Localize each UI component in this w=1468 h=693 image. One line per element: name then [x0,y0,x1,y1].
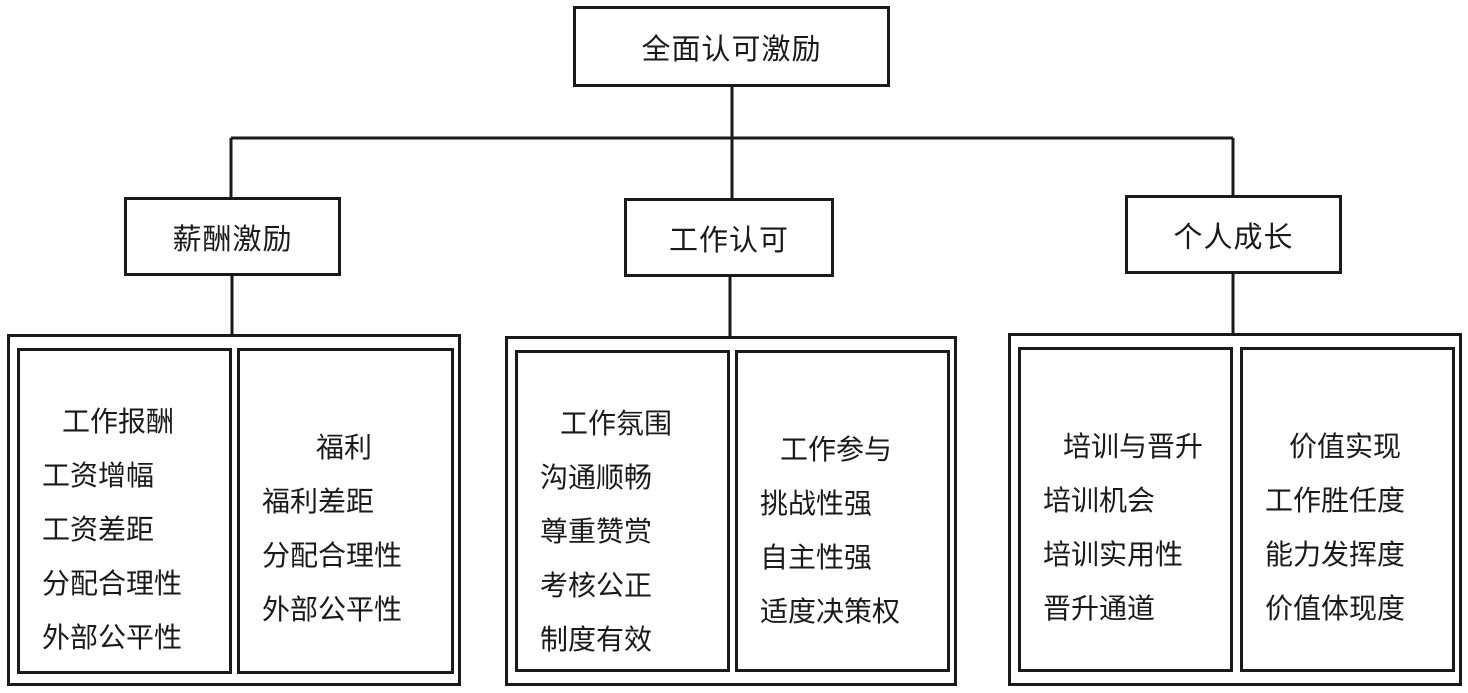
panel-title: 培训与晋升 [1063,430,1204,463]
detail-panel: 工作氛围 沟通顺畅 尊重赞赏 考核公正 制度有效 [515,350,730,672]
panel-item: 自主性强 [760,541,873,574]
panel-item: 分配合理性 [262,539,403,572]
category-node-work-recognition: 工作认可 [624,198,834,277]
panel-item: 培训机会 [1043,484,1156,517]
panel-item: 价值体现度 [1265,592,1406,625]
detail-panel: 工作报酬 工资增幅 工资差距 分配合理性 外部公平性 [17,348,232,674]
category-node-personal-growth: 个人成长 [1125,195,1342,274]
panel-item: 工作胜任度 [1265,484,1406,517]
panel-item: 福利差距 [262,485,375,518]
detail-panel: 福利 福利差距 分配合理性 外部公平性 [237,348,454,674]
panel-item: 考核公正 [540,569,653,602]
panel-item: 沟通顺畅 [540,461,653,494]
root-label: 全面认可激励 [641,31,822,66]
panel-item: 尊重赞赏 [540,515,653,548]
detail-panel: 价值实现 工作胜任度 能力发挥度 价值体现度 [1240,347,1455,672]
panel-title: 工作氛围 [560,407,673,440]
detail-group-work-recognition: 工作氛围 沟通顺畅 尊重赞赏 考核公正 制度有效 工作参与 挑战性强 自主性强 … [505,336,957,686]
panel-item: 培训实用性 [1043,538,1184,571]
panel-item: 制度有效 [540,623,653,656]
panel-item: 工资增幅 [42,459,155,492]
panel-item: 晋升通道 [1043,592,1156,625]
detail-group-compensation: 工作报酬 工资增幅 工资差距 分配合理性 外部公平性 福利 福利差距 分配合理性… [7,334,461,686]
panel-title: 福利 [316,431,373,464]
detail-panel: 工作参与 挑战性强 自主性强 适度决策权 [735,350,950,672]
panel-title: 工作报酬 [62,405,175,438]
root-node: 全面认可激励 [573,6,890,87]
detail-panel: 培训与晋升 培训机会 培训实用性 晋升通道 [1018,347,1233,672]
panel-item: 适度决策权 [760,595,901,628]
panel-item: 能力发挥度 [1265,538,1406,571]
panel-item: 外部公平性 [42,621,183,654]
category-label: 薪酬激励 [172,221,293,256]
panel-item: 分配合理性 [42,567,183,600]
category-label: 工作认可 [668,222,789,257]
panel-title: 工作参与 [780,433,893,466]
panel-title: 价值实现 [1289,430,1402,463]
panel-item: 挑战性强 [760,487,873,520]
panel-item: 工资差距 [42,513,155,546]
category-node-compensation: 薪酬激励 [124,197,341,276]
category-label: 个人成长 [1173,219,1294,254]
detail-group-personal-growth: 培训与晋升 培训机会 培训实用性 晋升通道 价值实现 工作胜任度 能力发挥度 价… [1008,333,1462,686]
panel-item: 外部公平性 [262,593,403,626]
